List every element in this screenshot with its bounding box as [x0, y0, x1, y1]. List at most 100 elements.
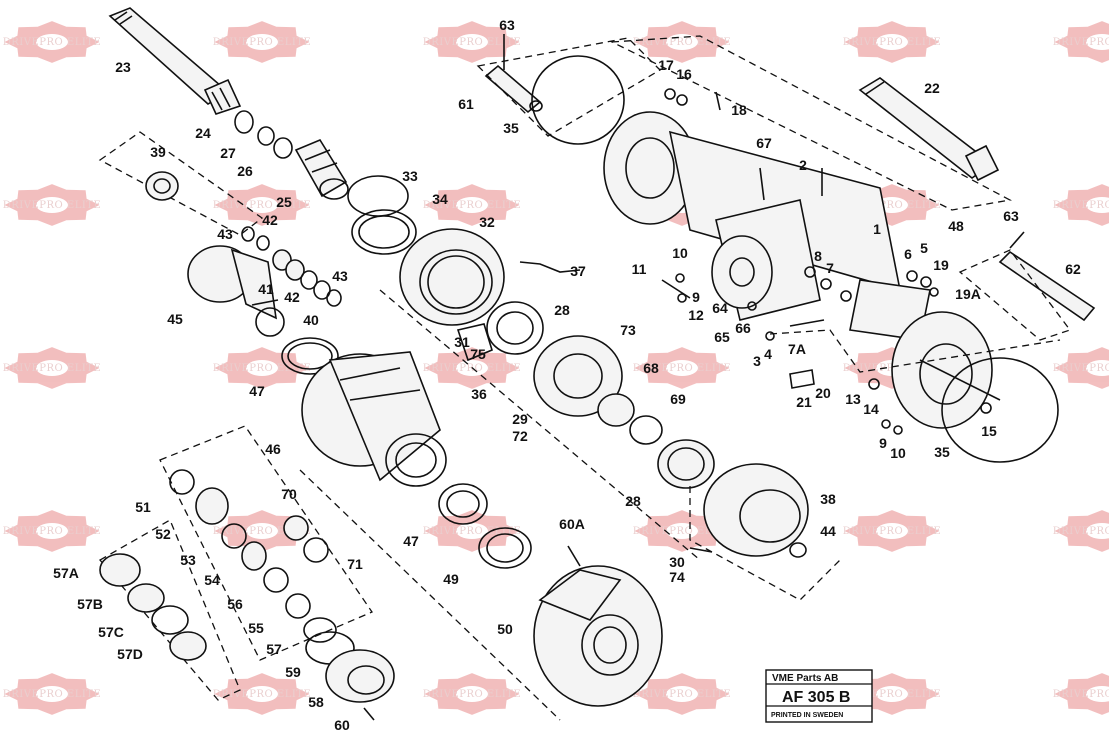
part-label-21: 21 [796, 394, 812, 410]
part-ring-69 [629, 415, 663, 445]
part-label-8: 8 [814, 248, 822, 264]
part-label-12: 12 [688, 307, 704, 323]
part-label-3: 3 [753, 353, 761, 369]
part-flange-45 [187, 245, 285, 337]
part-seal-47 [281, 337, 339, 375]
watermark-text: DRIVEPRO ELITE [633, 363, 732, 374]
watermark-text: DRIVEPRO ELITE [1053, 363, 1109, 374]
part-disc-29 [533, 335, 623, 417]
watermark-text: DRIVEPRO ELITE [3, 363, 102, 374]
part-label-9: 9 [879, 435, 887, 451]
stamp-company: VME Parts AB [772, 673, 838, 684]
watermark-text: DRIVEPRO ELITE [1053, 526, 1109, 537]
part-lock-56 [263, 567, 289, 593]
part-label-28: 28 [554, 302, 570, 318]
part-label-25: 25 [276, 194, 292, 210]
watermark-text: DRIVEPRO ELITE [213, 526, 312, 537]
part-nut-57b [127, 583, 165, 613]
watermark-text: DRIVEPRO ELITE [1053, 200, 1109, 211]
part-label-56: 56 [227, 596, 243, 612]
part-label-10: 10 [672, 245, 688, 261]
part-nut-57d [169, 631, 207, 661]
part-label-40: 40 [303, 312, 319, 328]
gear-icon [1054, 673, 1109, 715]
watermark-tile: DRIVEPRO ELITE [843, 510, 941, 552]
part-label-58: 58 [308, 694, 324, 710]
part-label-11: 11 [632, 261, 647, 277]
part-hub-50 [533, 565, 663, 707]
part-washer-24 [234, 110, 254, 134]
part-tube-61 [484, 34, 543, 114]
part-label-31: 31 [454, 334, 470, 350]
part-label-36: 36 [471, 386, 487, 402]
part-seal-47b [438, 483, 488, 525]
part-oring-35 [531, 55, 625, 145]
watermark-tile: DRIVEPRO ELITE [1053, 673, 1109, 715]
part-label-60: 60 [334, 717, 350, 733]
part-ring-26 [273, 137, 293, 159]
watermark-tile: DRIVEPRO ELITE [633, 673, 731, 715]
part-label-44: 44 [820, 523, 836, 539]
part-ring-53 [221, 523, 247, 549]
part-label-46: 46 [265, 441, 281, 457]
watermark-text: DRIVEPRO ELITE [213, 200, 312, 211]
watermark-text: DRIVEPRO ELITE [423, 37, 522, 48]
part-label-69: 69 [670, 391, 686, 407]
part-housing-46 [301, 351, 447, 487]
stamp-footer: PRINTED IN SWEDEN [771, 712, 843, 719]
part-washer-70 [283, 515, 309, 541]
watermark-tile: DRIVEPRO ELITE [423, 510, 521, 552]
part-label-66: 66 [735, 320, 751, 336]
part-label-62: 62 [1065, 261, 1081, 277]
part-label-29: 29 [512, 411, 528, 427]
part-label-55: 55 [248, 620, 264, 636]
part-label-26: 26 [237, 163, 253, 179]
part-label-5: 5 [920, 240, 928, 256]
dashed-group-51 [159, 425, 373, 661]
part-axle-housing-1 [603, 111, 993, 429]
part-label-39: 39 [150, 144, 166, 160]
part-label-24: 24 [195, 125, 211, 141]
watermark-text: DRIVEPRO ELITE [213, 363, 312, 374]
watermark-text: DRIVEPRO ELITE [3, 689, 102, 700]
part-label-22: 22 [924, 80, 940, 96]
part-label-43: 43 [332, 268, 348, 284]
part-bolt-30 [689, 547, 713, 553]
gear-icon [1054, 184, 1109, 226]
part-label-9: 9 [692, 289, 700, 305]
part-label-15: 15 [981, 423, 997, 439]
part-bracket-31 [456, 323, 493, 362]
part-shaft-23 [108, 7, 242, 115]
part-label-57c: 57C [98, 624, 124, 640]
part-label-7a: 7A [788, 341, 806, 357]
part-label-57: 57 [266, 641, 282, 657]
gear-icon [1054, 347, 1109, 389]
part-label-13: 13 [845, 391, 861, 407]
dashed-guide-1 [299, 469, 561, 721]
parts-drawing [98, 7, 1096, 721]
watermark-tile: DRIVEPRO ELITE [843, 21, 941, 63]
part-label-10: 10 [890, 445, 906, 461]
axle-centerline [919, 359, 1001, 401]
part-label-61: 61 [458, 96, 474, 112]
part-label-4: 4 [764, 346, 772, 362]
part-label-48: 48 [948, 218, 964, 234]
part-nut-57a [99, 553, 141, 587]
watermark-text: DRIVEPRO ELITE [843, 200, 942, 211]
part-label-54: 54 [204, 572, 220, 588]
part-label-57d: 57D [117, 646, 143, 662]
part-label-63: 63 [499, 17, 515, 33]
part-bearing-41 [272, 249, 342, 307]
part-cap-58 [325, 649, 395, 703]
watermark-tile: DRIVEPRO ELITE [3, 184, 101, 226]
watermark-text: DRIVEPRO ELITE [213, 689, 312, 700]
part-label-51: 51 [135, 499, 151, 515]
watermark-text: DRIVEPRO ELITE [843, 689, 942, 700]
part-ring-57 [303, 617, 337, 643]
part-label-45: 45 [167, 311, 183, 327]
part-label-19a: 19A [955, 286, 981, 302]
title-stamp: VME Parts AB AF 305 B PRINTED IN SWEDEN [765, 669, 873, 723]
part-bolt-37 [519, 261, 581, 273]
watermark-tile: DRIVEPRO ELITE [1053, 510, 1109, 552]
